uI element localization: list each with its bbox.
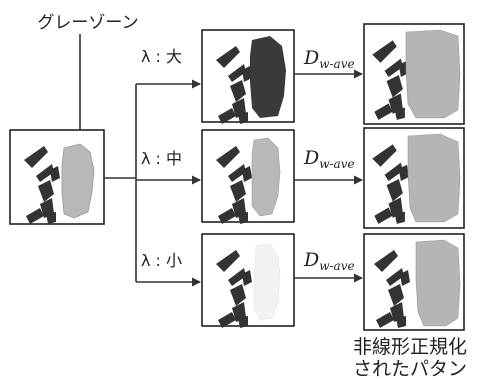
gray-zone-label: グレーゾーン bbox=[37, 13, 138, 33]
input-pattern bbox=[9, 129, 105, 225]
lambda-label-large: λ : 大 bbox=[141, 47, 182, 66]
blob-faint bbox=[253, 243, 281, 321]
blob-output bbox=[405, 29, 461, 119]
blob-dark bbox=[250, 36, 286, 118]
lambda-label-medium: λ : 中 bbox=[141, 149, 182, 168]
caption: 非線形正規化 されたパタン bbox=[340, 336, 480, 380]
blob-output bbox=[407, 133, 461, 223]
lambda-label-small: λ : 小 bbox=[141, 251, 182, 270]
output-pattern-3 bbox=[363, 233, 465, 331]
blob-output bbox=[415, 239, 461, 327]
caption-line-1: 非線形正規化 bbox=[352, 336, 467, 358]
blob-medium bbox=[251, 137, 281, 217]
pattern-lambda-small bbox=[201, 233, 295, 328]
output-pattern-1 bbox=[363, 23, 465, 125]
output-pattern-2 bbox=[363, 127, 465, 229]
pattern-lambda-medium bbox=[201, 129, 295, 224]
gray-zone-region bbox=[61, 143, 95, 219]
d-wave-label-2: Dw-ave bbox=[303, 147, 355, 171]
d-wave-label-3: Dw-ave bbox=[303, 249, 355, 273]
caption-line-2: されたパタン bbox=[352, 358, 467, 380]
d-wave-label-1: Dw-ave bbox=[303, 47, 355, 71]
pattern-lambda-large bbox=[201, 29, 295, 124]
